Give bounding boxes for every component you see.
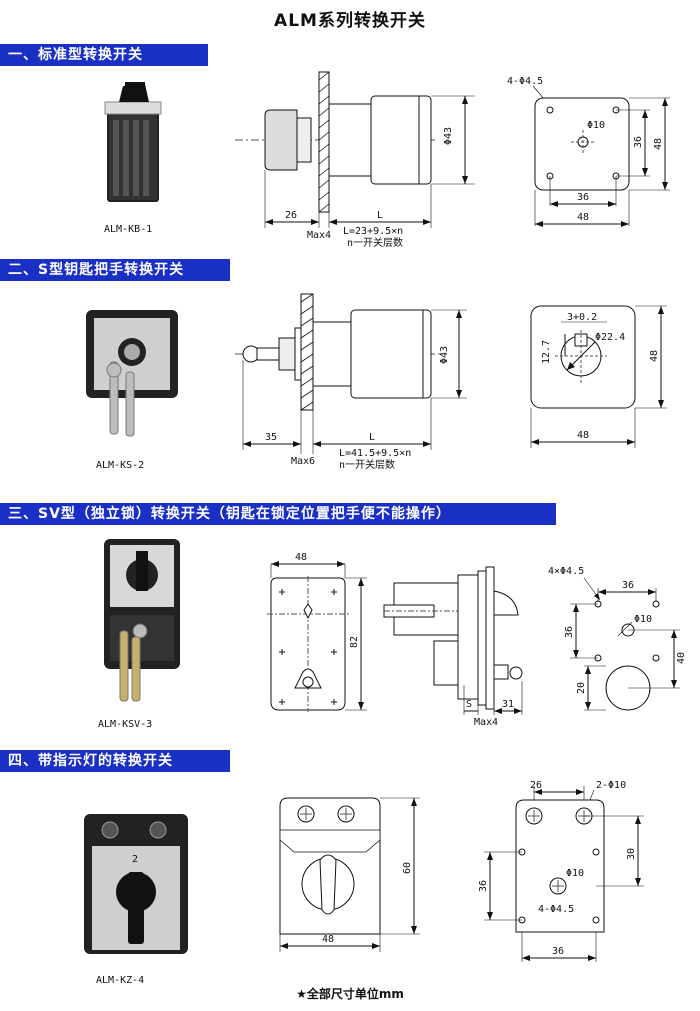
dim-center: Φ10: [634, 614, 652, 625]
product-caption: ALM-KSV-3: [98, 719, 153, 730]
dim-left-h: 36: [478, 880, 489, 892]
side-view-ksv3: S 31 Max4: [383, 566, 523, 728]
product-photo-kz4: 2: [84, 814, 188, 954]
dim-phi43: Φ43: [443, 127, 454, 145]
section-header-sv-lock: 三、SV型（独立锁）转换开关（钥匙在锁定位置把手便不能操作）: [0, 503, 556, 525]
section-header-indicator: 四、带指示灯的转换开关: [0, 750, 230, 772]
face-view-ksv3: 48 82: [267, 552, 367, 712]
dim-width: 48: [295, 552, 307, 563]
dim-l: L: [369, 432, 375, 443]
dim-top-w: 36: [622, 580, 634, 591]
dim-inner-h: 36: [633, 136, 644, 148]
page-title: ALM系列转换开关: [274, 11, 426, 31]
holes-view-kz4: 26 2-Φ10 Φ10 30 36 4-Φ4.5 36: [478, 780, 644, 962]
dim-31: 31: [502, 699, 514, 710]
product-photo-kb1: [104, 82, 162, 202]
dim-26: 26: [285, 210, 297, 221]
dim-right-h: 30: [626, 848, 637, 860]
dim-bottom-h: 20: [576, 682, 587, 694]
side-view-ks2: Φ43 35 L Max6 L=41.5+9.5×n n一开关层数: [235, 293, 467, 471]
dim-height: 82: [349, 636, 360, 648]
dim-s: S: [466, 699, 472, 710]
formula-l: L=41.5+9.5×n: [339, 448, 411, 459]
dim-inner-w: 36: [577, 192, 589, 203]
product-caption: ALM-KS-2: [96, 460, 145, 471]
product-caption: ALM-KB-1: [104, 224, 153, 235]
dim-holes: 4×Φ4.5: [548, 566, 584, 577]
dim-max4: Max4: [307, 230, 331, 241]
product-photo-ks2: [86, 310, 178, 437]
note-layers: n一开关层数: [339, 458, 395, 471]
dim-center: Φ10: [587, 120, 605, 131]
dim-slot: 3+0.2: [567, 312, 597, 323]
dim-holes: 4-Φ4.5: [507, 76, 543, 87]
dim-max6: Max6: [291, 456, 315, 467]
holes-view-ksv3: 4×Φ4.5 36 36 Φ10 40 20: [548, 566, 687, 711]
product-photo-ksv3: [104, 539, 180, 702]
dim-vert: 12.7: [541, 340, 552, 364]
side-view-kb1: Φ43 26 L Max4 L=23+9.5×n n一开关层数: [235, 71, 475, 249]
dim-left-h: 36: [564, 626, 575, 638]
dim-bottom-w: 36: [552, 946, 564, 957]
dim-right-h: 40: [676, 652, 687, 664]
formula-l: L=23+9.5×n: [343, 226, 403, 237]
knob-mark-2: 2: [132, 854, 138, 865]
dim-phi43: Φ43: [439, 346, 450, 364]
dim-height: 60: [402, 862, 413, 874]
front-view-ks2: 3+0.2 12.7 Φ22.4 48 48: [530, 305, 667, 448]
section-header-s-key: 二、S型钥匙把手转换开关: [0, 259, 230, 281]
dim-height: 48: [649, 350, 660, 362]
dim-l: L: [377, 210, 383, 221]
dim-max4: Max4: [474, 717, 498, 728]
dim-outer-w: 48: [577, 212, 589, 223]
dim-width: 48: [577, 430, 589, 441]
dim-width: 48: [322, 934, 334, 945]
dim-35: 35: [265, 432, 277, 443]
dim-center: Φ10: [566, 868, 584, 879]
dim-top-w: 26: [530, 780, 542, 791]
footer-note: ★全部尺寸单位mm: [296, 987, 404, 1001]
dim-small-holes: 4-Φ4.5: [538, 904, 574, 915]
product-caption: ALM-KZ-4: [96, 975, 145, 986]
note-layers: n一开关层数: [347, 236, 403, 249]
dim-center: Φ22.4: [595, 332, 625, 343]
face-view-kz4: 48 60: [279, 797, 420, 952]
section-header-standard: 一、标准型转换开关: [0, 44, 208, 66]
dim-outer-h: 48: [653, 138, 664, 150]
dim-lamp-holes: 2-Φ10: [596, 780, 626, 791]
front-view-kb1: 4-Φ4.5 Φ10 36 48 36 48: [507, 76, 670, 227]
